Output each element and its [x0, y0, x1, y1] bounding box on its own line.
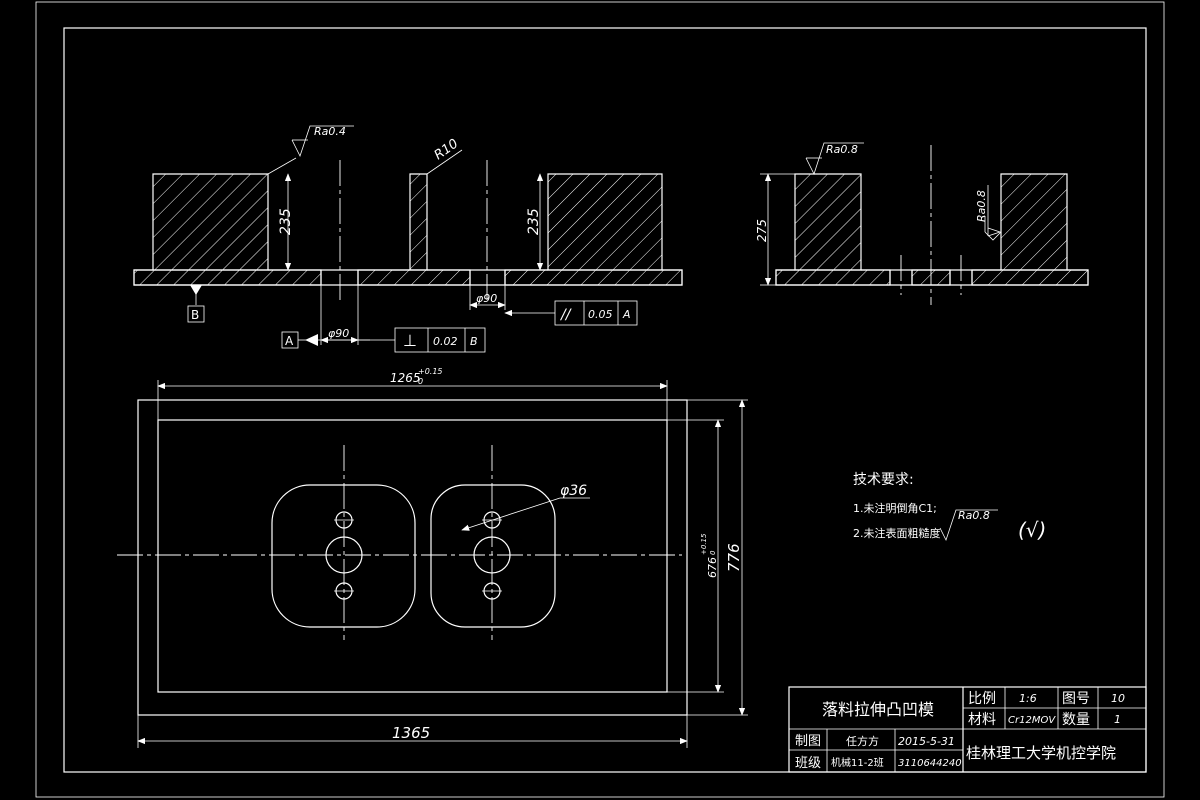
drawing-no-label: 图号 — [1062, 691, 1090, 707]
top-height-inner-tol-lower: 0 — [709, 550, 717, 555]
scale-label: 比例 — [968, 691, 996, 707]
side-roughness-top: Ra0.8 — [826, 143, 858, 156]
tol-perp-symbol: ⊥ — [403, 331, 417, 350]
inner-frame — [63, 27, 1147, 773]
tech-roughness: Ra0.8 — [958, 509, 990, 522]
drawn-label: 制图 — [795, 734, 821, 749]
top-view: φ36 1265 +0.15 0 1365 776 676 +0.15 0 — [117, 367, 748, 748]
side-roughness-inner: Ra0.8 — [975, 190, 988, 222]
top-width-outer: 1365 — [392, 724, 430, 742]
top-height-inner: 676 — [706, 557, 719, 578]
tol-parallel-symbol: // — [559, 307, 572, 323]
side-section-view: 275 Ra0.8 Ra0.8 — [755, 142, 1089, 305]
datum-b: B — [191, 308, 199, 322]
scale-value: 1:6 — [1019, 692, 1037, 705]
tol-perp-value: 0.02 — [433, 335, 458, 348]
material-label: 材料 — [968, 712, 996, 728]
drawn-name: 任方方 — [846, 734, 879, 748]
tech-requirements: 技术要求: 1.未注明倒角C1; 2.未注表面粗糙度 Ra0.8 (√) — [853, 472, 1046, 542]
top-width-inner: 1265 — [390, 371, 421, 385]
front-roughness-top: Ra0.4 — [314, 125, 346, 138]
datum-a: A — [285, 334, 294, 348]
tol-parallel-datum: A — [622, 308, 631, 321]
tol-parallel-value: 0.05 — [588, 308, 613, 321]
top-hole-dia: φ36 — [560, 483, 587, 499]
qty-label: 数量 — [1062, 712, 1090, 728]
student-id: 3110644240 — [898, 758, 962, 769]
top-width-inner-tol-lower: 0 — [418, 377, 423, 386]
outer-border — [35, 1, 1165, 798]
front-hole-right: φ90 — [476, 292, 497, 305]
front-hole-left: φ90 — [328, 327, 349, 340]
class-label: 班级 — [795, 756, 821, 771]
tech-title: 技术要求: — [853, 472, 914, 488]
school-name: 桂林理工大学机控学院 — [966, 744, 1116, 762]
qty-value: 1 — [1114, 713, 1121, 726]
radius-label: R10 — [432, 136, 462, 163]
top-height-outer: 776 — [725, 543, 743, 572]
tech-item-1: 1.未注明倒角C1; — [853, 501, 937, 515]
front-height-right: 235 — [526, 208, 542, 235]
material-value: Cr12MOV — [1008, 715, 1056, 726]
tech-mark: (√) — [1018, 518, 1046, 542]
title-block: 落料拉伸凸凹模 比例 1:6 图号 10 材料 Cr12MOV 数量 1 制图 … — [788, 686, 1147, 773]
date: 2015-5-31 — [898, 735, 955, 748]
part-name: 落料拉伸凸凹模 — [822, 700, 934, 719]
side-height: 275 — [755, 219, 769, 242]
top-width-inner-tol-upper: +0.15 — [418, 367, 443, 376]
top-height-inner-tol-upper: +0.15 — [700, 533, 708, 555]
drawing-no-value: 10 — [1111, 692, 1125, 705]
front-section-view: 235 235 Ra0.4 R10 B φ90 A ⊥ 0.02 B — [133, 125, 683, 353]
tol-perp-datum: B — [470, 335, 478, 348]
front-height-left: 235 — [278, 208, 294, 235]
class-value: 机械11-2班 — [831, 756, 884, 769]
tech-item-2: 2.未注表面粗糙度 — [853, 526, 941, 540]
